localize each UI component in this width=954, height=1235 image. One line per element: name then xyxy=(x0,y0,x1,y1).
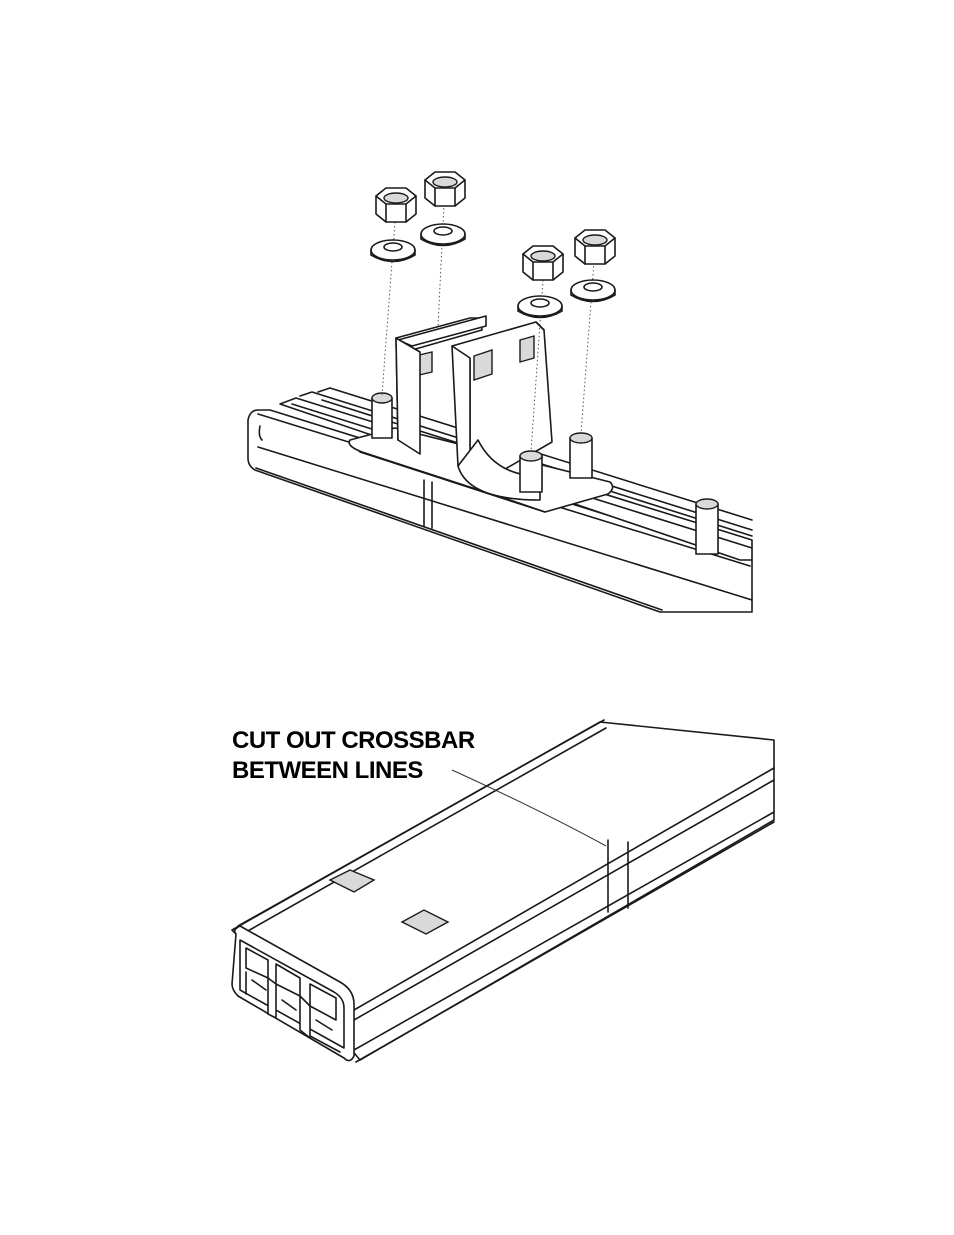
callout-line-2: BETWEEN LINES xyxy=(232,756,475,786)
cut-out-callout: CUT OUT CROSSBAR BETWEEN LINES xyxy=(232,726,475,786)
callout-line-1: CUT OUT CROSSBAR xyxy=(232,726,475,756)
